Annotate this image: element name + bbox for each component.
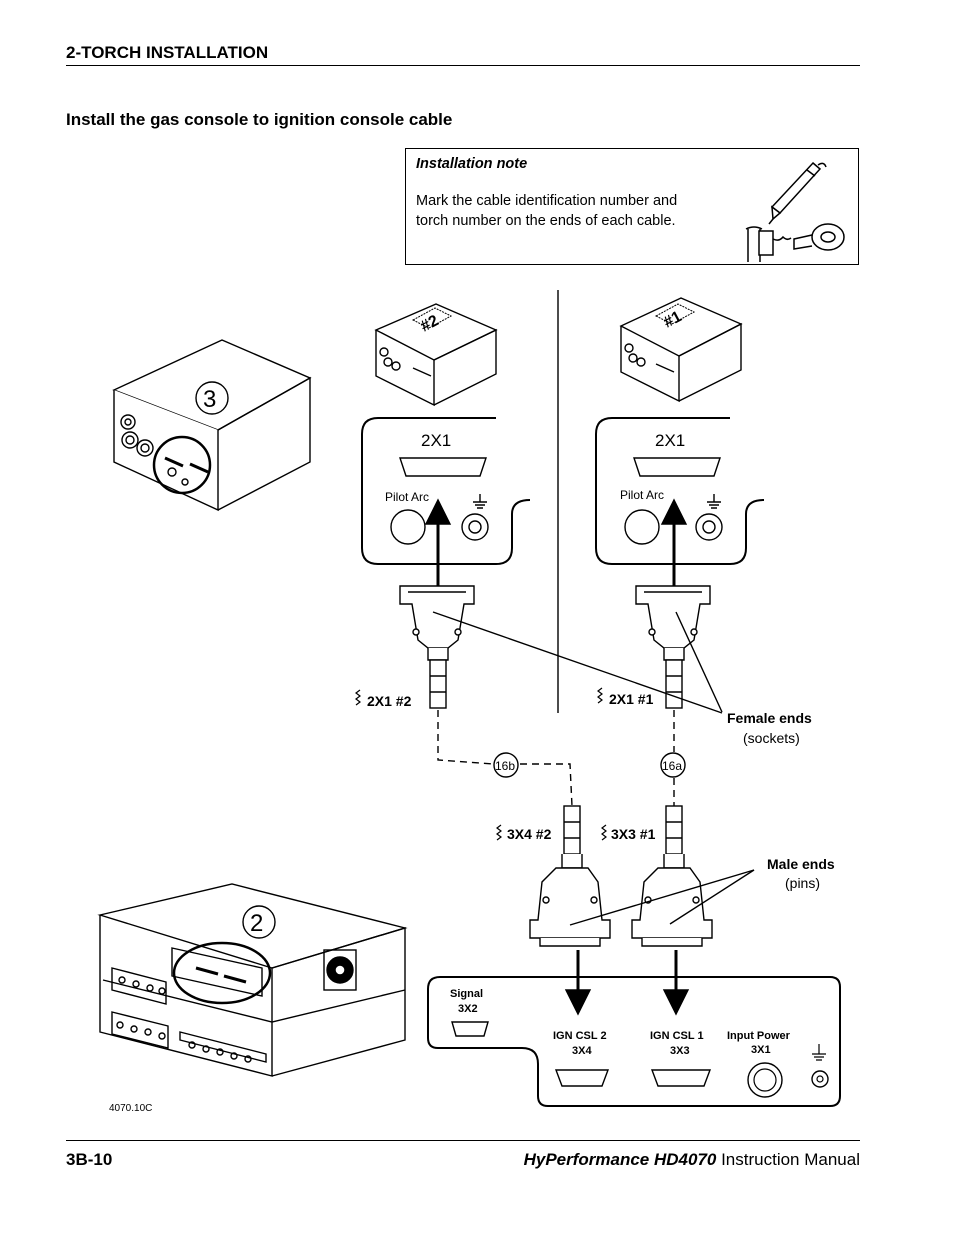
page-number: 3B-10 [66,1150,113,1169]
ign-csl-1-id: 3X3 [670,1045,690,1057]
installation-note-title: Installation note [416,156,528,172]
cable-tag-3x3-1: 3X3 #1 [611,826,656,842]
female-connector-2 [399,585,475,709]
ign-csl-2-id: 3X4 [572,1045,592,1057]
pen-and-tape-icon [745,161,845,262]
input-power-id: 3X1 [751,1044,771,1056]
section-title: 2-TORCH INSTALLATION [66,43,269,62]
input-power-label: Input Power [727,1030,791,1042]
box-tag-1: #1 [661,308,685,331]
female-ends-sub: (sockets) [743,730,800,746]
ign-csl-2-label: IGN CSL 2 [553,1030,607,1042]
male-ends-sub: (pins) [785,875,820,891]
panel-left-pilot-arc: Pilot Arc [385,490,429,504]
panel-right-connector-label: 2X1 [655,431,685,450]
manual-brand: HyPerformance HD4070 [523,1150,717,1169]
callout-2-circle [242,905,276,939]
male-connector-1 [631,805,713,947]
panel-right-pilot-arc: Pilot Arc [620,488,664,502]
ignition-panel-right [595,417,765,565]
footer-rule [66,1140,860,1141]
cable-16a-label: 16a [662,759,682,773]
manual-title: HyPerformance HD4070 Instruction Manual [524,1150,860,1170]
gas-console-connector-panel [427,976,841,1107]
ign-csl-1-label: IGN CSL 1 [650,1030,704,1042]
male-connector-2 [529,805,611,947]
gas-console-small-1 [619,297,743,403]
subheading: Install the gas console to ignition cons… [66,110,453,129]
gas-console-3 [112,339,312,512]
figure-id: 4070.10C [109,1103,152,1114]
box-tag-2: #2 [418,312,442,335]
female-ends-label: Female ends [727,710,812,726]
installation-note-box: Installation note Mark the cable identif… [405,148,859,265]
signal-label: Signal [450,988,483,1000]
installation-note-body: Mark the cable identification number and… [416,193,678,229]
console-number-2: 2 [250,910,263,937]
ignition-panel-left [361,417,531,565]
female-connector-1 [635,585,711,709]
cable-16b-label: 16b [495,759,515,773]
cable-tag-3x4-2: 3X4 #2 [507,826,552,842]
console-number-3: 3 [203,386,216,413]
male-ends-label: Male ends [767,856,835,872]
callout-3-circle [195,381,229,415]
cable-16a-callout [660,752,686,778]
cable-tag-2x1-1: 2X1 #1 [609,691,654,707]
panel-left-connector-label: 2X1 [421,431,451,450]
signal-id: 3X2 [458,1003,478,1015]
cable-16b-callout [493,752,519,778]
gas-console-small-2 [374,303,498,407]
manual-doc: Instruction Manual [716,1150,860,1169]
gas-console-2 [97,883,408,1077]
header-rule [66,65,860,66]
cable-tag-2x1-2: 2X1 #2 [367,693,412,709]
